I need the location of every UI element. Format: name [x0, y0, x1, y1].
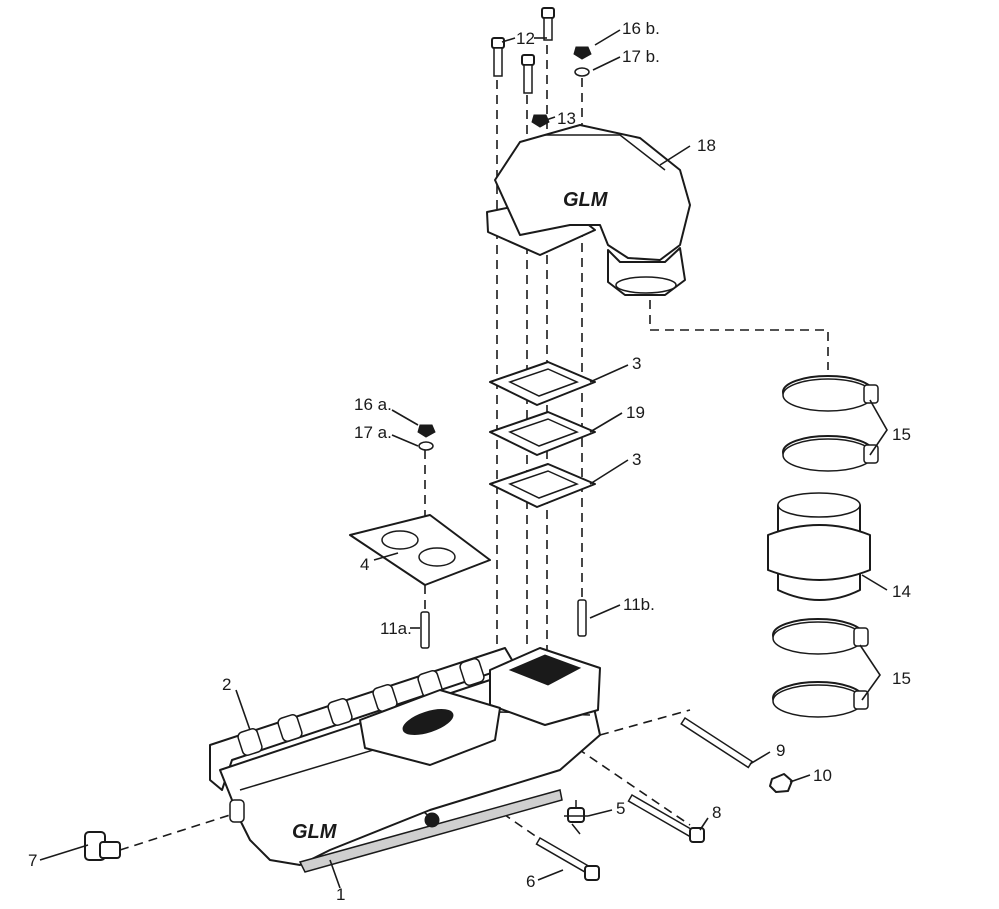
callout-19: 19 [626, 403, 645, 422]
fitting-7 [84, 831, 121, 861]
manifold-logo: GLM [292, 821, 338, 843]
washer-17b [574, 67, 590, 77]
stud-11b [577, 599, 587, 637]
callout-4: 4 [360, 555, 369, 574]
elbow-logo: GLM [563, 189, 609, 211]
clamp-15-a [782, 375, 879, 412]
callout-6: 6 [526, 872, 535, 891]
hose-clamps-and-hose [767, 375, 879, 718]
small-hardware [417, 46, 592, 649]
callout-18: 18 [697, 136, 716, 155]
carb-pad-port [402, 709, 454, 735]
riser-port [508, 654, 582, 686]
callout-3-lower: 3 [632, 450, 641, 469]
callout-16a: 16 a. [354, 395, 392, 414]
callout-16b: 16 b. [622, 19, 660, 38]
nut-13 [531, 114, 550, 128]
nut-16b [573, 46, 592, 60]
callout-13: 13 [557, 109, 576, 128]
gasket-19-spacer [489, 411, 596, 456]
bolt-12-top [541, 7, 555, 41]
riser-elbow: GLM [486, 124, 691, 296]
exhaust-manifold: GLM [209, 647, 601, 873]
bolts-12 [491, 7, 555, 94]
callout-14: 14 [892, 582, 911, 601]
callout-17b: 17 b. [622, 47, 660, 66]
leader-lines [39, 29, 888, 889]
callout-8: 8 [712, 803, 721, 822]
callout-5: 5 [616, 799, 625, 818]
callout-1: 1 [336, 885, 345, 904]
carburetor-gasket [349, 514, 491, 586]
callout-3-upper: 3 [632, 354, 641, 373]
callout-17a: 17 a. [354, 423, 392, 442]
bolt-12-mid [521, 54, 535, 94]
callout-11b: 11b. [623, 595, 655, 614]
stud-9 [680, 716, 754, 769]
gasket-3-lower [489, 463, 596, 508]
bolt-6 [535, 836, 600, 881]
callout-labels: 12 16 b. 17 b. 13 18 3 19 3 16 a. 17 a. … [28, 19, 911, 904]
riser-gaskets [489, 361, 596, 508]
petcock-5 [564, 800, 588, 835]
exhaust-hose-14 [767, 492, 871, 601]
callout-15-upper: 15 [892, 425, 911, 444]
clamp-15-b [782, 435, 879, 472]
washer-17a [418, 441, 434, 451]
callout-10: 10 [813, 766, 832, 785]
bolt-12-left [491, 37, 505, 77]
callout-15-lower: 15 [892, 669, 911, 688]
callout-12: 12 [516, 29, 535, 48]
nut-10 [769, 773, 793, 793]
lower-hardware [84, 716, 793, 881]
callout-11a: 11a. [380, 619, 412, 638]
bolt-8 [627, 793, 705, 843]
gasket-3-upper [489, 361, 596, 406]
clamp-15-c [772, 618, 869, 655]
callout-9: 9 [776, 741, 785, 760]
clamp-15-d [772, 681, 869, 718]
callout-2: 2 [222, 675, 231, 694]
nut-16a [417, 424, 436, 438]
callout-7: 7 [28, 851, 37, 870]
stud-11a [420, 611, 430, 649]
